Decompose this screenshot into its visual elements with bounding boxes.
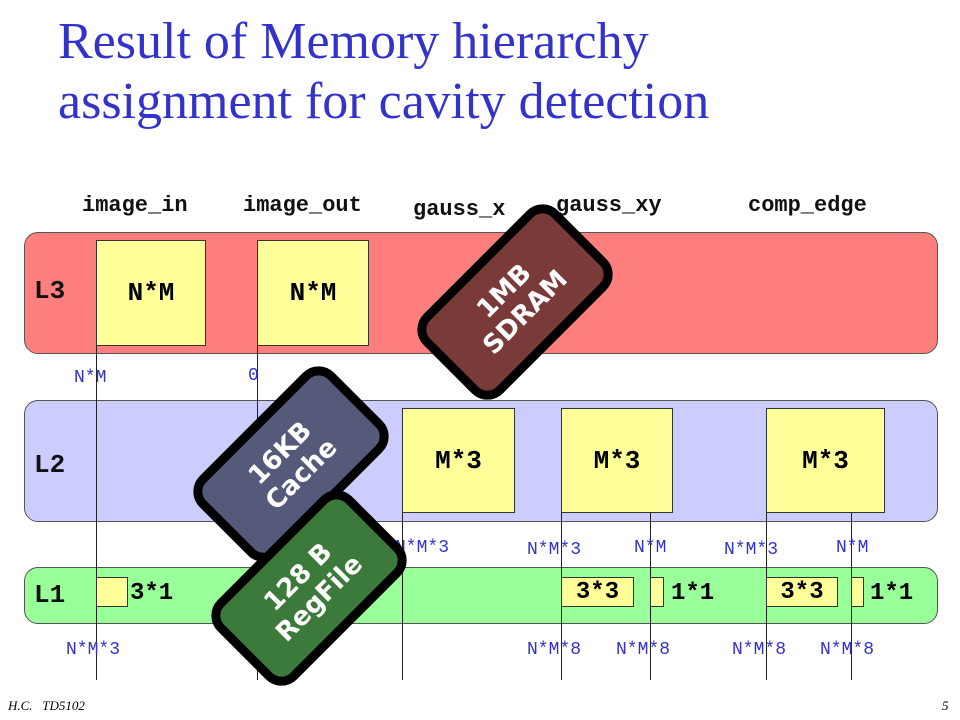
l3-box-image-in: N*M	[96, 240, 206, 346]
column-gauss-x: gauss_x	[413, 197, 506, 222]
annotation-gauss-x-size: N*M*3	[395, 538, 450, 558]
footer-author-course: H.C. TD5102	[8, 698, 85, 713]
l1-box-gauss-xy-small	[650, 577, 664, 607]
column-image-in: image_in	[82, 193, 188, 218]
annotation-l1-gauss-xy-secondary: N*M*8	[616, 640, 671, 660]
sdram-badge: 1MB SDRAM	[408, 195, 622, 409]
column-image-out: image_out	[243, 193, 362, 218]
l1-box-comp-edge: 3*3	[766, 577, 838, 607]
l3-box-image-out: N*M	[257, 240, 369, 346]
gauss-x-lifetime-line	[402, 512, 403, 680]
annotation-comp-edge-size: N*M*3	[724, 540, 779, 560]
annotation-l1-image-in: N*M*3	[66, 640, 121, 660]
footer-page-number: 5	[942, 698, 949, 713]
column-gauss-xy: gauss_xy	[556, 193, 662, 218]
level-l1-label: L1	[34, 580, 66, 610]
annotation-gauss-xy-size: N*M*3	[527, 540, 582, 560]
annotation-gauss-xy-secondary: N*M	[634, 538, 667, 558]
column-comp-edge: comp_edge	[748, 193, 867, 218]
annotation-l1-comp-edge: N*M*8	[732, 640, 787, 660]
annotation-comp-edge-secondary: N*M	[836, 538, 869, 558]
annotation-image-out-start: 0	[248, 366, 259, 386]
l1-label-gauss-xy-small: 1*1	[671, 580, 715, 607]
l2-box-gauss-xy: M*3	[561, 408, 673, 513]
level-l3-label: L3	[34, 276, 66, 306]
slide-title: Result of Memory hierarchy assignment fo…	[58, 12, 938, 132]
level-l2-label: L2	[34, 450, 66, 480]
title-line-1: Result of Memory hierarchy	[58, 13, 649, 70]
l1-box-comp-edge-small	[851, 577, 864, 607]
l1-box-gauss-xy: 3*3	[561, 577, 634, 607]
image-in-lifetime-line	[96, 344, 97, 680]
annotation-l1-comp-edge-secondary: N*M*8	[820, 640, 875, 660]
l1-box-image-in	[96, 577, 128, 607]
l1-label-image-in: 3*1	[130, 580, 174, 607]
annotation-image-in-size: N*M	[74, 368, 107, 388]
annotation-l1-gauss-xy: N*M*8	[527, 640, 582, 660]
l2-box-comp-edge: M*3	[766, 408, 885, 513]
title-line-2: assignment for cavity detection	[58, 73, 710, 130]
l2-box-gauss-x: M*3	[402, 408, 515, 513]
l1-label-comp-edge-small: 1*1	[870, 580, 914, 607]
